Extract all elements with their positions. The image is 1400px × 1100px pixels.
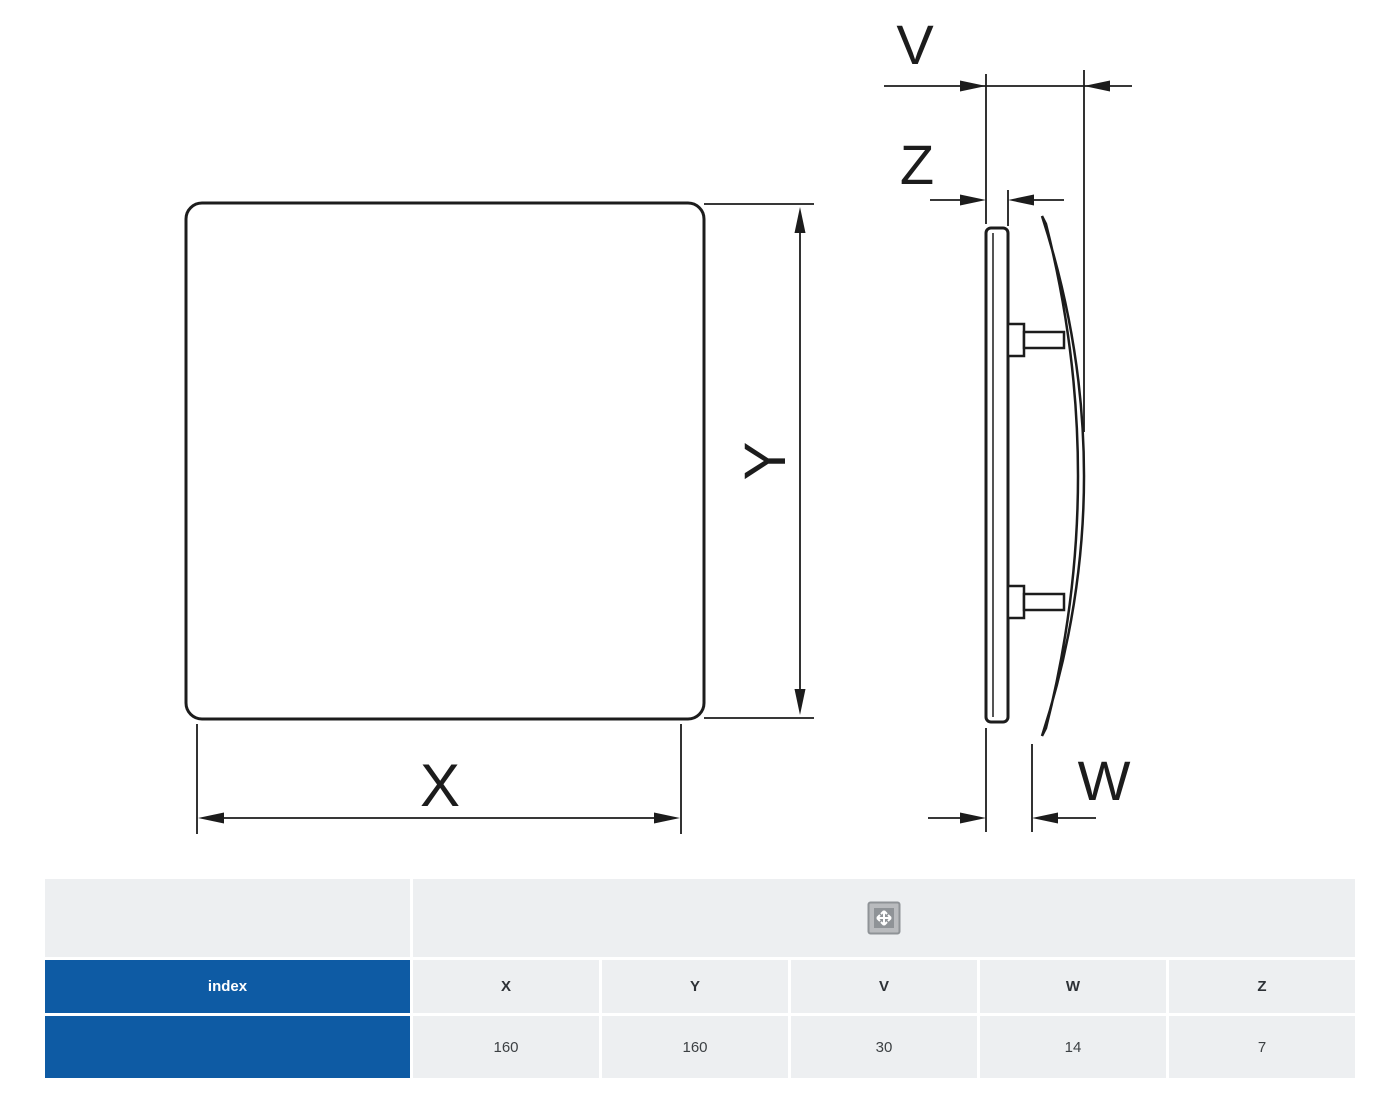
dim-label-z: Z (900, 133, 934, 196)
clip-bottom (1006, 584, 1026, 620)
arrowhead-y-bottom (794, 689, 806, 715)
arrowhead-x-left (198, 812, 224, 824)
dimension-y (704, 203, 814, 719)
dim-label-x: X (420, 752, 460, 819)
side-view (984, 215, 1086, 737)
value-y: 160 (602, 1016, 788, 1078)
value-z: 7 (1169, 1016, 1355, 1078)
dim-label-v: V (896, 13, 934, 76)
value-x: 160 (413, 1016, 599, 1078)
arrowhead-v-left (960, 80, 986, 92)
arrowhead-z-left (960, 194, 986, 206)
dim-label-y: Y (733, 442, 798, 481)
arrowhead-z-right (1008, 194, 1034, 206)
side-view-plate (984, 226, 1010, 724)
clip-top-stem (1022, 330, 1066, 350)
arrowhead-w-right (1032, 812, 1058, 824)
clip-top (1006, 322, 1026, 358)
arrowhead-w-left (960, 812, 986, 824)
dimensions-icon (867, 901, 901, 935)
dimension-w (928, 728, 1096, 832)
value-w: 14 (980, 1016, 1166, 1078)
technical-drawing: X Y V Z W (184, 13, 1132, 834)
row-header-cell (45, 1016, 410, 1078)
dimension-x (196, 724, 682, 834)
dimension-z (930, 190, 1064, 226)
column-header-x: X (413, 960, 599, 1013)
front-view-panel (184, 201, 706, 721)
value-v: 30 (791, 1016, 977, 1078)
column-header-w: W (980, 960, 1166, 1013)
column-header-z: Z (1169, 960, 1355, 1013)
dimensions-table: index X Y V W Z 160 160 30 14 7 (45, 879, 1355, 1078)
index-header-cell: index (45, 960, 410, 1013)
clip-bottom-stem (1022, 592, 1066, 612)
table-icon-cell (413, 879, 1355, 957)
arrowhead-y-top (794, 207, 806, 233)
column-header-y: Y (602, 960, 788, 1013)
column-header-v: V (791, 960, 977, 1013)
table-corner-cell (45, 879, 410, 957)
side-view-curved-cover (1040, 215, 1086, 737)
arrowhead-x-right (654, 812, 680, 824)
dim-label-w: W (1078, 749, 1131, 812)
arrowhead-v-right (1084, 80, 1110, 92)
